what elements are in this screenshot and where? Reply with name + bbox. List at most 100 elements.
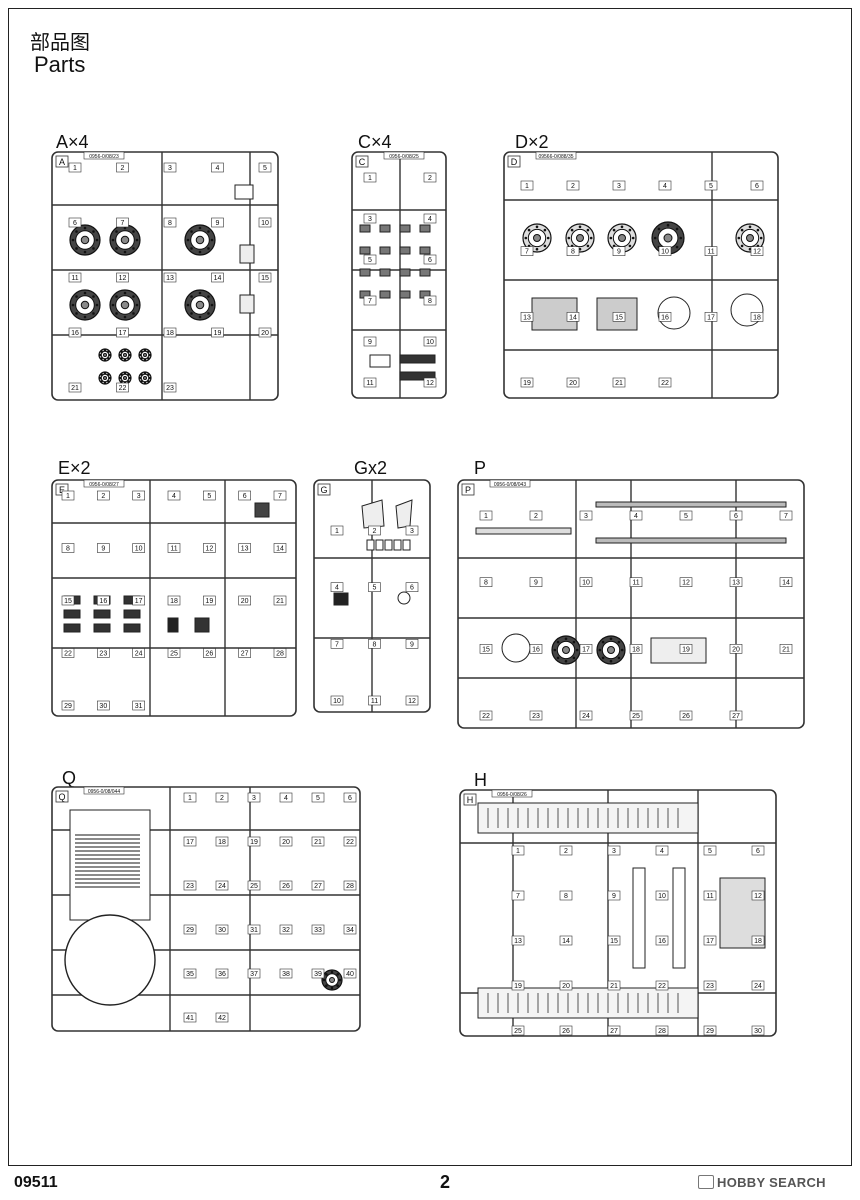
wheel-axle [80,235,90,245]
part-number: 9 [534,580,538,587]
watermark-text: HOBBY SEARCH [717,1175,826,1190]
wheel-bolt [75,230,78,233]
wheel-bolt [132,230,135,233]
part-number-box [658,312,672,322]
wheel-bolt [190,312,193,315]
wheel-bolt [140,350,143,353]
part-number-box [529,510,543,521]
part-number: 12 [753,249,761,256]
ring-part [397,591,411,605]
part-number-box [703,890,717,901]
wheel-axle [120,235,130,245]
part-number-box [363,377,377,388]
wheel-bolt [628,244,632,248]
part-number-box [215,880,229,891]
part-number-box [529,644,543,654]
part-number: 4 [216,165,220,172]
part-number: 5 [709,183,713,190]
wheel-bolt [631,236,635,240]
part-number: 18 [166,330,174,337]
part-number-box [163,217,177,228]
sprue-code-box [83,479,125,488]
part-shape [419,224,431,233]
part-number: 18 [753,314,761,321]
sprue-letter: P [465,485,471,495]
wheel-bolt [140,380,143,383]
part-number-box [529,710,543,721]
wheel-bolt [83,226,87,230]
part-shape [239,244,255,264]
part-number: 41 [186,1015,194,1022]
sprue-q-label: Q [62,768,77,788]
part-number: 14 [569,314,577,321]
wheel-bolt [123,291,127,295]
wheel-bolt [207,230,210,233]
part-number: 16 [658,938,666,945]
part-shape [384,539,393,551]
wheel-bolt [617,656,621,660]
sprue-frame [51,786,361,1032]
wheel-bolt [147,350,150,353]
wheel-bolt [71,238,75,242]
part-number-box [704,312,718,322]
part-number-box [423,295,437,306]
part-number-box [629,644,643,654]
part-number-box [330,639,344,649]
sprue-code-box [489,479,531,488]
part-number-box [273,543,287,553]
part-number-box [751,890,765,901]
part-number: 8 [168,220,172,227]
part-number: 24 [218,883,226,890]
wheel-bolt [92,295,95,298]
part-number: 9 [410,641,414,648]
wheel-bolt [628,228,632,232]
wheel-bolt [108,376,112,380]
part-number-box [68,382,82,393]
part-number-box [97,490,110,501]
part-number-box [258,327,272,338]
wheel-bolt [143,358,147,362]
part-shape [239,294,255,314]
part-number: 2 [534,513,538,520]
part-shape [419,268,431,277]
part-shape [254,502,270,518]
part-number-box [629,710,643,721]
part-number-box [61,490,75,501]
part-number: 17 [707,314,715,321]
part-number-box [405,639,419,649]
part-number: 6 [73,220,77,227]
part-number-box [211,327,224,338]
part-number: 23 [706,983,714,990]
part-number-box [529,577,543,587]
watermark: HOBBY SEARCH [698,1175,826,1190]
wheel-bolt [95,238,99,242]
wheel-bolt [115,247,118,250]
wheel-axle [143,353,147,357]
part-number: 8 [66,546,70,553]
sprue-code-box [491,789,533,798]
part-number-box [311,924,325,935]
part-number: 36 [218,971,226,978]
part-number: 26 [562,1028,570,1035]
wheel-bolt [740,244,744,248]
part-number: 3 [617,183,621,190]
part-number-box [97,543,110,553]
part-number: 7 [525,249,529,256]
part-number: 29 [64,703,72,710]
part-number: 25 [514,1028,522,1035]
part-number: 7 [784,513,788,520]
wheel-bolt [578,225,582,229]
part-number: 1 [525,183,529,190]
part-number-box [751,980,765,991]
part-number-box [520,180,534,191]
part-number: 7 [278,493,282,500]
wheel-bolt [147,357,150,360]
part-number: 1 [335,528,339,535]
wheel-bolt [75,312,78,315]
wheel-bolt [140,357,143,360]
sprue-letter: D [511,157,518,167]
